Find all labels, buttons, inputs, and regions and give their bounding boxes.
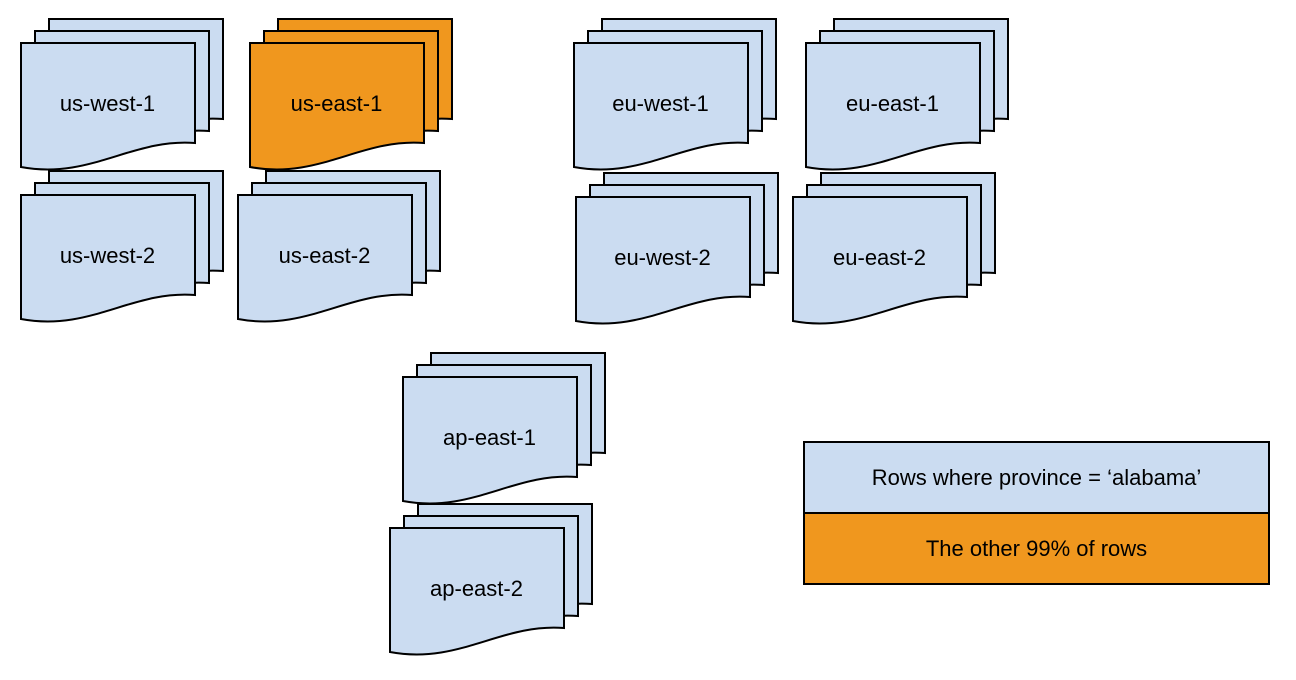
region-stack-eu-west-1: eu-west-1 [573, 18, 779, 176]
document-stack-shape [792, 172, 996, 325]
document-stack-shape [249, 18, 453, 171]
document-stack-shape [20, 18, 224, 171]
document-stack-shape [575, 172, 779, 325]
document-stack-shape [805, 18, 1009, 171]
region-stack-ap-east-1: ap-east-1 [402, 352, 608, 510]
region-stack-eu-west-2: eu-west-2 [575, 172, 781, 330]
document-stack-shape [389, 503, 593, 656]
document-stack-shape [237, 170, 441, 323]
document-stack-shape [573, 18, 777, 171]
document-stack-shape [20, 170, 224, 323]
legend-item-alabama-rows: Rows where province = ‘alabama’ [805, 443, 1268, 512]
legend: Rows where province = ‘alabama’ The othe… [803, 441, 1270, 585]
document-stack-shape [402, 352, 606, 505]
region-stack-us-east-2: us-east-2 [237, 170, 443, 328]
region-stack-us-east-1: us-east-1 [249, 18, 455, 176]
region-stack-eu-east-2: eu-east-2 [792, 172, 998, 330]
region-stack-eu-east-1: eu-east-1 [805, 18, 1011, 176]
legend-item-other-rows: The other 99% of rows [805, 512, 1268, 583]
region-stack-us-west-2: us-west-2 [20, 170, 226, 328]
region-stack-ap-east-2: ap-east-2 [389, 503, 595, 661]
region-stack-us-west-1: us-west-1 [20, 18, 226, 176]
